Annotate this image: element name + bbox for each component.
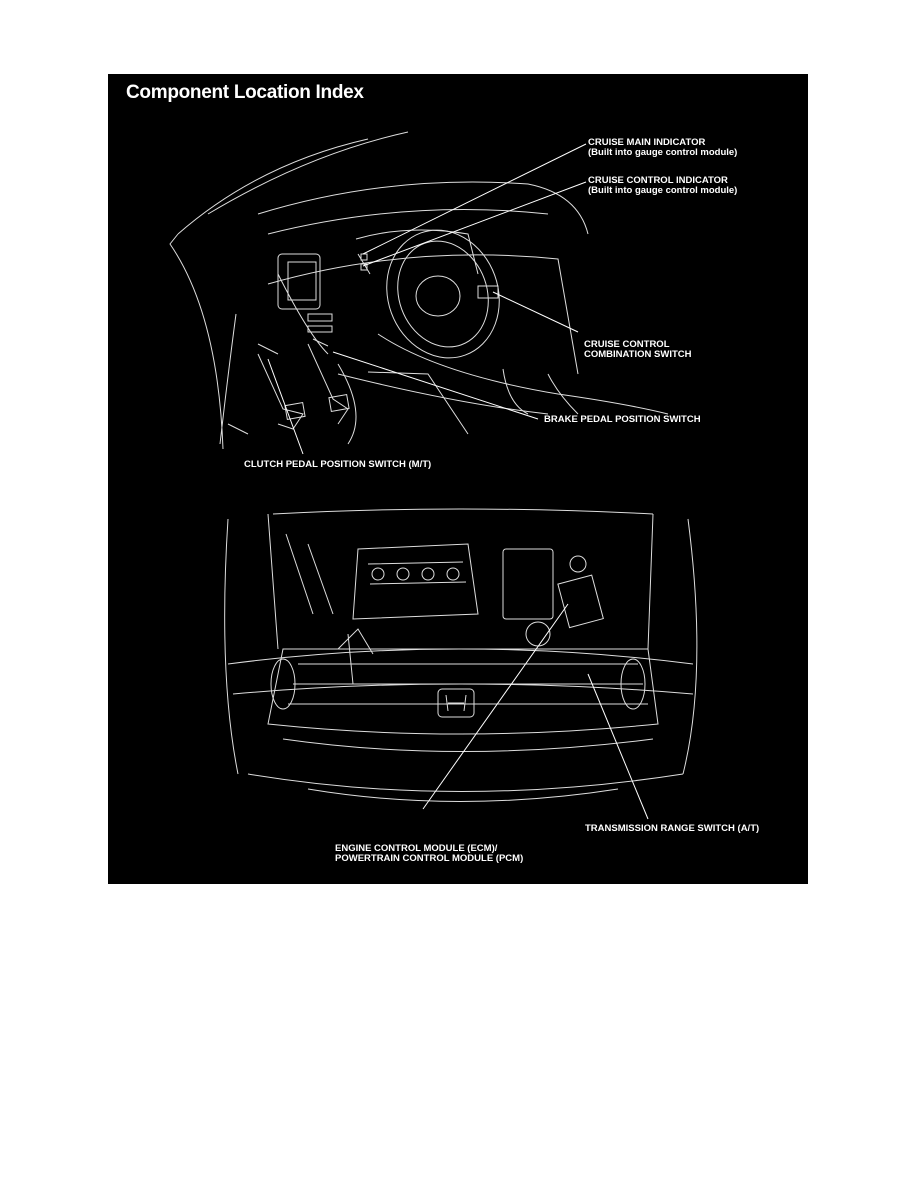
- cruise-control-combination-switch-label: CRUISE CONTROL COMBINATION SWITCH: [584, 340, 691, 360]
- label-line: COMBINATION SWITCH: [584, 349, 692, 360]
- label-line: (Built into gauge control module): [588, 147, 738, 158]
- component-location-diagram: Component Location Index: [108, 74, 808, 884]
- cruise-control-indicator-label: CRUISE CONTROL INDICATOR (Built into gau…: [588, 176, 737, 196]
- label-line: (Built into gauge control module): [588, 185, 738, 196]
- brake-pedal-position-switch-label: BRAKE PEDAL POSITION SWITCH: [544, 414, 701, 425]
- transmission-range-switch-label: TRANSMISSION RANGE SWITCH (A/T): [585, 823, 760, 834]
- cruise-main-indicator-label: CRUISE MAIN INDICATOR (Built into gauge …: [588, 138, 737, 158]
- label-line: CRUISE CONTROL INDICATOR: [588, 175, 728, 186]
- label-line: CRUISE CONTROL: [584, 339, 670, 350]
- dashboard-illustration: [169, 131, 698, 820]
- label-line: CRUISE MAIN INDICATOR: [588, 137, 706, 148]
- ecm-pcm-label: ENGINE CONTROL MODULE (ECM)/ POWERTRAIN …: [335, 844, 523, 864]
- label-line: ENGINE CONTROL MODULE (ECM)/: [335, 843, 498, 854]
- clutch-pedal-position-switch-label: CLUTCH PEDAL POSITION SWITCH (M/T): [244, 459, 432, 470]
- page-title: Component Location Index: [126, 82, 364, 103]
- label-line: POWERTRAIN CONTROL MODULE (PCM): [335, 853, 524, 864]
